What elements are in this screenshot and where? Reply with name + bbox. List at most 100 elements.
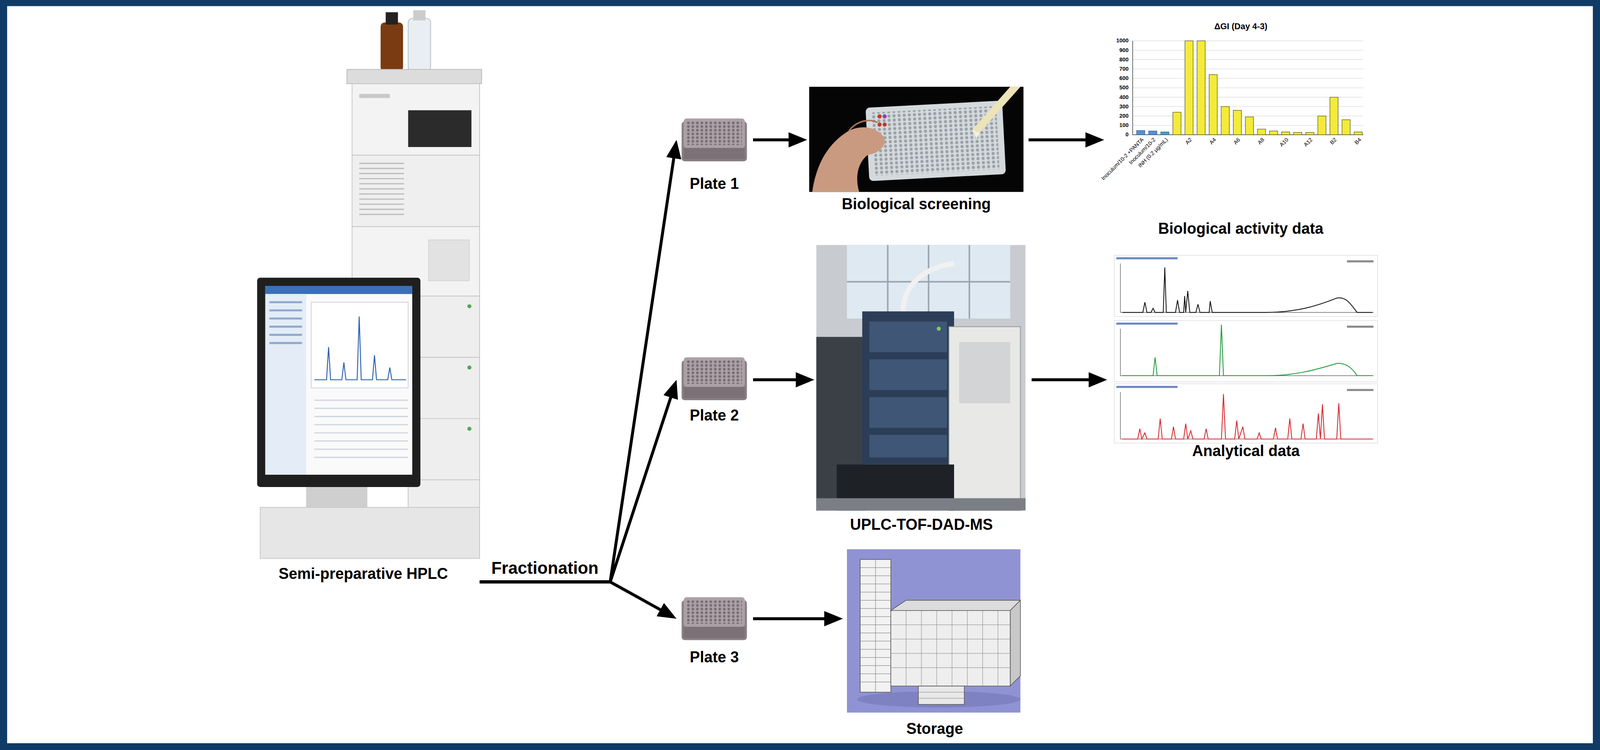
storage-illustration xyxy=(891,610,1011,686)
hplc-instrument xyxy=(359,93,390,99)
storage-picture: Storage xyxy=(844,544,1025,739)
uplc-photo xyxy=(869,359,947,390)
well-plate-illustration xyxy=(681,118,747,162)
chart-bar xyxy=(1136,130,1145,135)
hplc-instrument xyxy=(311,302,409,388)
chart-bar xyxy=(1209,74,1218,135)
screening-photo xyxy=(882,114,887,119)
arrow-connector xyxy=(1028,138,1099,142)
chart-gridline xyxy=(1132,87,1364,89)
node-label: Plate 1 xyxy=(689,174,739,193)
chart-bar xyxy=(1269,130,1278,135)
hplc-instrument xyxy=(352,83,480,156)
uplc-photo xyxy=(846,245,1011,319)
axis-tick-label: 600 xyxy=(1119,75,1129,82)
chromatogram-illustration xyxy=(1122,324,1373,376)
uplc-photo xyxy=(816,245,1026,511)
uplc-photo xyxy=(902,263,955,312)
hplc-instrument xyxy=(260,507,480,559)
storage-illustration xyxy=(918,691,965,698)
arrow-connector xyxy=(479,581,672,616)
axis-tick-label: 0 xyxy=(1125,131,1129,138)
screening-photo xyxy=(871,105,1000,176)
chart-gridline xyxy=(1132,134,1364,135)
uplc-photo xyxy=(936,326,941,331)
chart-bar xyxy=(1293,132,1302,136)
well-plate: Plate 2 xyxy=(678,354,751,426)
chart-bar xyxy=(1172,112,1181,135)
hplc-instrument xyxy=(408,357,480,480)
chart-gridline xyxy=(1132,59,1364,60)
storage-illustration xyxy=(846,548,1021,713)
chart-bars xyxy=(1132,40,1364,135)
hplc-instrument xyxy=(352,226,480,296)
chart-gridline xyxy=(1132,49,1364,51)
hplc-instrument xyxy=(413,10,426,21)
hplc-instrument xyxy=(408,295,480,557)
category-label: A12 xyxy=(1302,136,1314,148)
node-label: Storage xyxy=(906,719,963,737)
chart-gridline xyxy=(1132,96,1364,98)
category-label: B2 xyxy=(1329,136,1338,146)
chromatogram-panel: Analytical data xyxy=(1110,251,1382,462)
category-label: A4 xyxy=(1208,136,1218,146)
chart-bar xyxy=(1184,40,1193,135)
axis-tick-label: 500 xyxy=(1119,84,1129,91)
arrow-connector xyxy=(753,138,802,142)
chromatogram-illustration xyxy=(1120,263,1374,439)
chart-gridline xyxy=(1132,125,1364,126)
storage-illustration xyxy=(857,690,1021,708)
uplc-photo xyxy=(816,336,866,511)
chromatogram-illustration xyxy=(1114,320,1378,382)
axis-tick-label: 700 xyxy=(1119,66,1129,72)
node-label: Analytical data xyxy=(1191,441,1300,460)
hplc-instrument xyxy=(408,110,472,147)
storage-illustration xyxy=(860,559,891,692)
node-label: Biological screening xyxy=(841,195,991,213)
category-label: A6 xyxy=(1232,136,1242,146)
chart-axis xyxy=(1132,40,1133,135)
screening-photo xyxy=(882,122,887,127)
chromatogram-illustration xyxy=(1346,388,1374,391)
screening-photo xyxy=(865,100,1007,182)
axis-tick-label: 300 xyxy=(1119,103,1129,110)
chart-illustration xyxy=(1107,16,1375,221)
frame-border xyxy=(7,5,1593,743)
chart-bar xyxy=(1197,40,1206,135)
chart-bar xyxy=(1245,116,1254,135)
screening-photo xyxy=(972,129,980,139)
arrow-connector xyxy=(753,616,838,620)
category-label: A2 xyxy=(1184,136,1194,146)
chromatogram-illustration xyxy=(1122,267,1373,313)
chart-bar xyxy=(1148,130,1157,135)
hplc-instrument xyxy=(428,240,469,281)
hplc-instrument xyxy=(359,163,405,215)
storage-illustration xyxy=(1010,599,1021,686)
screening-photo xyxy=(849,120,878,131)
hplc-instrument xyxy=(256,10,482,559)
screening-photo xyxy=(809,86,1024,192)
hplc-instrument xyxy=(380,22,403,72)
chromatogram-illustration xyxy=(1114,255,1378,444)
well-plate-illustration xyxy=(681,596,747,640)
axis-tick-label: 100 xyxy=(1119,122,1129,129)
hplc-instrument xyxy=(265,285,413,294)
hplc-instrument xyxy=(347,69,482,84)
chromatogram-illustration xyxy=(1114,255,1378,317)
hplc-instrument xyxy=(352,154,480,227)
storage-illustration xyxy=(891,610,1011,686)
chromatogram-illustration xyxy=(1116,385,1178,388)
well-plate-illustration xyxy=(681,357,747,400)
uplc-photo xyxy=(869,321,947,352)
hplc-instrument xyxy=(385,12,398,25)
uplc-photo xyxy=(869,434,947,458)
arrow-connector xyxy=(479,145,676,582)
axis-tick-label: 400 xyxy=(1119,93,1129,100)
chart-bar xyxy=(1305,132,1314,136)
screening-photo xyxy=(809,86,1024,192)
